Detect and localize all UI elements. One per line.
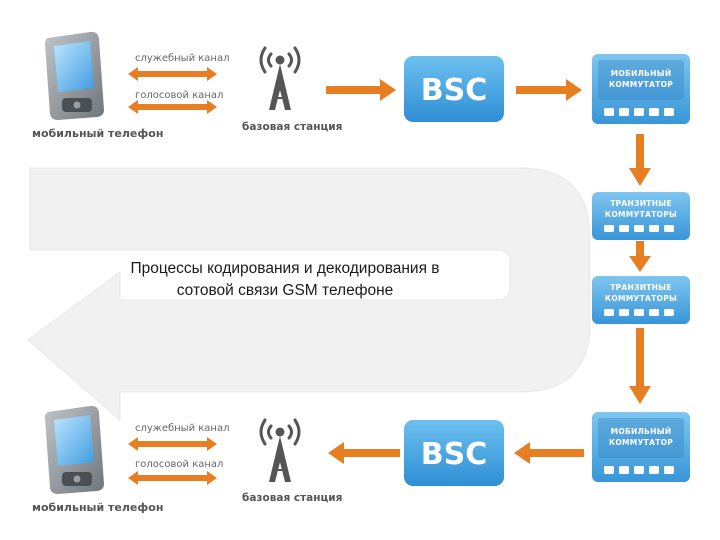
arrow-msc-to-transit — [629, 134, 651, 186]
transit-switch-box-1: ТРАНЗИТНЫЕ КОММУТАТОРЫ — [592, 192, 690, 240]
svg-text:КОММУТАТОР: КОММУТАТОР — [609, 438, 673, 447]
base-station-label-bottom: базовая станция — [242, 492, 342, 504]
svg-text:КОММУТАТОРЫ: КОММУТАТОРЫ — [605, 210, 677, 219]
arrow-transit-to-msc — [629, 328, 651, 404]
mobile-switch-box-top: МОБИЛЬНЫЙ КОММУТАТОР — [592, 54, 690, 124]
service-channel-arrow-bottom — [128, 437, 217, 451]
transit-switch-box-2: ТРАНЗИТНЫЕ КОММУТАТОРЫ — [592, 276, 690, 324]
bsc-box-bottom: BSC — [404, 420, 504, 486]
bsc-text-top: BSC — [421, 73, 488, 108]
mobile-switch-box-bottom: МОБИЛЬНЫЙ КОММУТАТОР — [592, 412, 690, 482]
arrow-station-to-bsc-top — [326, 79, 396, 101]
arrow-transit-to-transit — [629, 241, 651, 272]
diagram-title-line1: Процессы кодирования и декодирования в — [70, 258, 500, 280]
diagram-title: Процессы кодирования и декодирования в с… — [70, 258, 500, 302]
arrow-bsc-to-station-bottom — [328, 442, 400, 464]
mobile-phone-icon-bottom — [42, 404, 112, 496]
svg-text:ТРАНЗИТНЫЕ: ТРАНЗИТНЫЕ — [610, 199, 672, 208]
base-station-icon-top — [255, 40, 305, 112]
arrow-msc-to-bsc-bottom — [514, 442, 584, 464]
service-channel-label-bottom: служебный канал — [135, 423, 229, 434]
svg-text:КОММУТАТОР: КОММУТАТОР — [609, 80, 673, 89]
bsc-text-bottom: BSC — [421, 437, 488, 472]
svg-text:МОБИЛЬНЫЙ: МОБИЛЬНЫЙ — [611, 69, 672, 78]
voice-channel-arrow-bottom — [128, 471, 217, 485]
service-channel-arrow-top — [128, 67, 217, 81]
phone-label-bottom: мобильный телефон — [32, 501, 163, 514]
bsc-box-top: BSC — [404, 56, 504, 122]
base-station-icon-bottom — [255, 412, 305, 484]
diagram-title-line2: сотовой связи GSM телефоне — [70, 280, 500, 302]
arrow-bsc-to-msc-top — [516, 79, 582, 101]
voice-channel-arrow-top — [128, 100, 217, 114]
svg-text:МОБИЛЬНЫЙ: МОБИЛЬНЫЙ — [611, 427, 672, 436]
svg-text:ТРАНЗИТНЫЕ: ТРАНЗИТНЫЕ — [610, 283, 672, 292]
voice-channel-label-bottom: голосовой канал — [135, 459, 223, 470]
base-station-label-top: базовая станция — [242, 121, 342, 133]
svg-text:КОММУТАТОРЫ: КОММУТАТОРЫ — [605, 294, 677, 303]
